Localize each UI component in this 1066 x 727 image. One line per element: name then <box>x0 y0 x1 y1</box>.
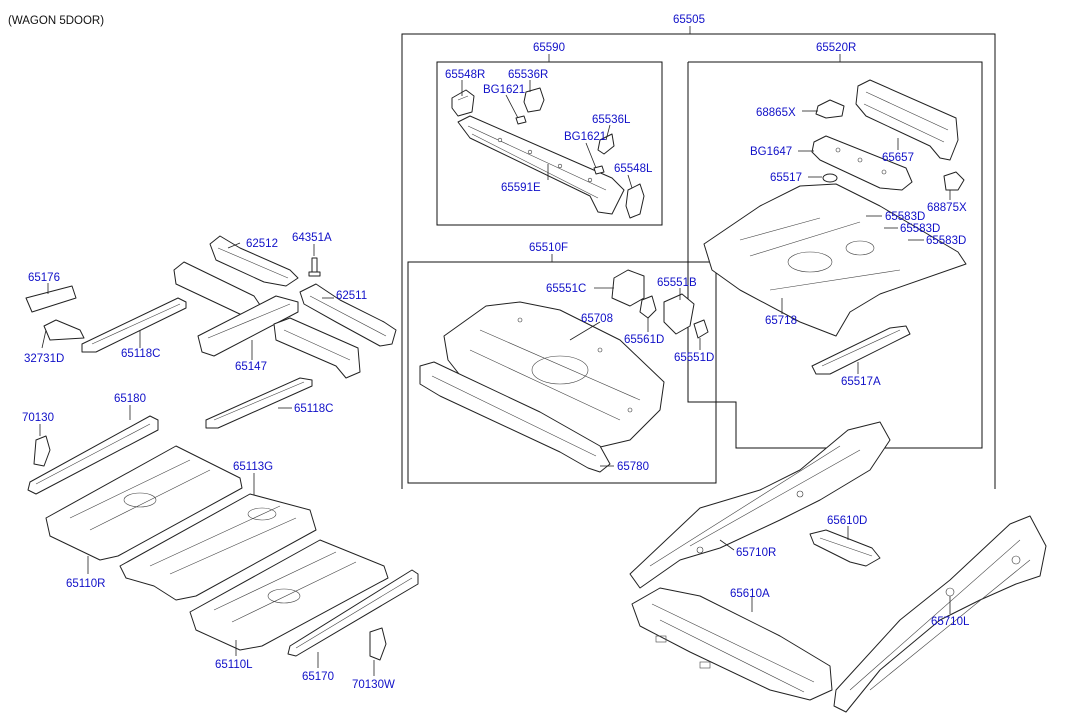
part-drawings <box>25 79 1047 713</box>
label-65176: 65176 <box>28 272 60 284</box>
label-65583D-c: 65583D <box>926 235 966 247</box>
bolt-BG1621-b-drawing <box>593 165 605 175</box>
bracket-70130-drawing <box>33 435 51 467</box>
label-65517: 65517 <box>770 172 802 184</box>
panel-65657-drawing <box>855 79 959 161</box>
rail-65517A-drawing <box>811 325 911 375</box>
label-65780: 65780 <box>617 461 649 473</box>
label-65561D: 65561D <box>624 334 664 346</box>
label-65118C-a: 65118C <box>121 348 160 360</box>
crossmember-65147-drawing <box>173 261 361 379</box>
label-65536R: 65536R <box>508 69 548 81</box>
label-65591E: 65591E <box>501 182 541 194</box>
floor-65110R-drawing <box>45 445 243 561</box>
crossmember-65591E-drawing <box>457 115 625 215</box>
label-62511: 62511 <box>336 290 367 302</box>
label-65583D-b: 65583D <box>900 223 940 235</box>
sill-65180-drawing <box>27 415 159 495</box>
label-70130W: 70130W <box>352 679 395 691</box>
bracket-32731D-drawing <box>43 319 85 341</box>
label-BG1647: BG1647 <box>750 146 792 158</box>
group-65520R-frame <box>687 61 983 449</box>
sill-65170-drawing <box>287 569 419 657</box>
reinforcement-65118C-b-drawing <box>205 377 313 429</box>
label-65110L: 65110L <box>215 659 253 671</box>
label-65657: 65657 <box>882 152 914 164</box>
label-65510F: 65510F <box>529 242 568 254</box>
tunnel-65113G-drawing <box>119 493 317 601</box>
group-frames <box>401 26 996 489</box>
label-65180: 65180 <box>114 393 146 405</box>
label-65113G: 65113G <box>233 461 273 473</box>
label-65710R: 65710R <box>736 547 776 559</box>
label-BG1621-a: BG1621 <box>483 84 525 96</box>
rear-side-member-65710L-drawing <box>833 515 1047 713</box>
label-65170: 65170 <box>302 671 334 683</box>
bracket-65536R-drawing <box>523 80 545 113</box>
floor-pan-65718-drawing <box>703 183 967 337</box>
bracket-65176-drawing <box>25 285 77 313</box>
label-65610D: 65610D <box>827 515 867 527</box>
label-65548L: 65548L <box>614 163 653 175</box>
label-65551C: 65551C <box>546 283 586 295</box>
assembly-65505-frame <box>401 33 996 489</box>
plug-65517-drawing <box>822 173 838 183</box>
bracket-BG1647-drawing <box>811 135 913 191</box>
label-68865X: 68865X <box>756 107 796 119</box>
group-65590-frame <box>436 61 663 226</box>
crossmember-65610A-drawing <box>631 587 833 701</box>
rear-side-member-65710R-drawing <box>629 421 891 589</box>
bracket-65561D-drawing <box>639 295 657 319</box>
diagram-title: (WAGON 5DOOR) <box>8 15 104 27</box>
bracket-65551B-drawing <box>663 293 695 335</box>
reinforcement-65118C-a-drawing <box>81 297 187 353</box>
group-65510F-frame <box>407 261 717 484</box>
label-BG1621-b: BG1621 <box>564 131 606 143</box>
floor-65110L-drawing <box>189 539 389 651</box>
label-65590: 65590 <box>533 42 565 54</box>
bracket-68875X-drawing <box>943 171 965 191</box>
bracket-68865X-drawing <box>815 99 845 119</box>
bolt-BG1621-a-drawing <box>515 115 527 125</box>
bracket-65548L-drawing <box>625 183 645 219</box>
label-65551D: 65551D <box>674 352 714 364</box>
label-65505: 65505 <box>673 14 705 26</box>
bracket-65551C-drawing <box>611 269 645 307</box>
label-65118C-b: 65118C <box>294 403 333 415</box>
label-65583D-a: 65583D <box>885 211 925 223</box>
label-65147: 65147 <box>235 361 267 373</box>
member-62512-drawing <box>209 235 299 287</box>
bolt-64351A-drawing <box>308 257 321 277</box>
leader-lines <box>39 80 951 676</box>
bracket-65551D-drawing <box>693 319 709 339</box>
crossmember-65610D-drawing <box>809 529 881 567</box>
label-65708: 65708 <box>581 313 613 325</box>
label-62512: 62512 <box>246 238 278 250</box>
label-65536L: 65536L <box>592 114 631 126</box>
rear-floor-65708-drawing <box>443 301 665 449</box>
part-labels: 65505 65590 65520R 65548R 65536R BG1621 … <box>22 14 970 691</box>
label-64351A: 64351A <box>292 232 332 244</box>
label-65718: 65718 <box>765 315 797 327</box>
label-65517A: 65517A <box>841 376 881 388</box>
bracket-65536L-drawing <box>597 133 615 155</box>
bracket-70130W-drawing <box>369 627 387 661</box>
label-65710L: 65710L <box>931 616 970 628</box>
label-65520R: 65520R <box>816 42 856 54</box>
member-62511-drawing <box>299 283 397 347</box>
label-65610A: 65610A <box>730 588 770 600</box>
crossmember-65780-drawing <box>419 361 611 473</box>
label-65110R: 65110R <box>66 578 105 590</box>
bracket-65548R-drawing <box>451 89 475 117</box>
label-32731D: 32731D <box>24 353 64 365</box>
label-65548R: 65548R <box>445 69 485 81</box>
label-70130: 70130 <box>22 412 54 424</box>
label-68875X: 68875X <box>927 202 967 214</box>
label-65551B: 65551B <box>657 277 697 289</box>
